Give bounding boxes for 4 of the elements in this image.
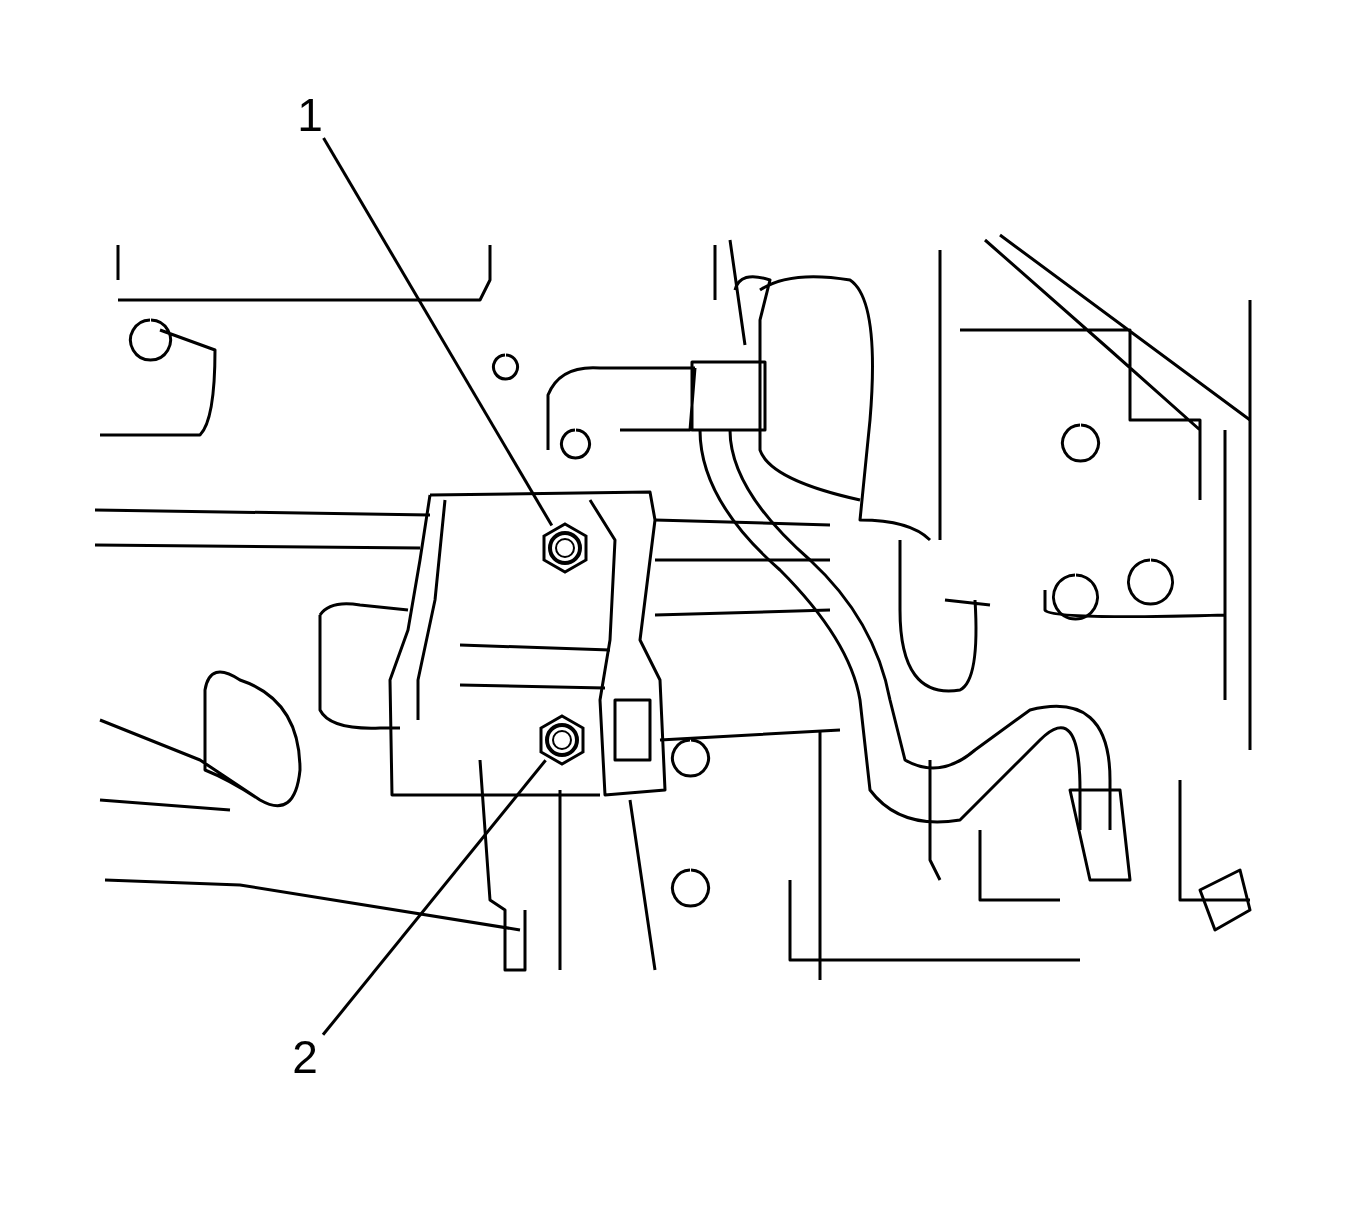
leader-line (321, 759, 547, 1036)
callout-number: 2 (287, 1034, 323, 1080)
callout-number: 1 (292, 92, 328, 138)
leader-line (322, 137, 554, 527)
